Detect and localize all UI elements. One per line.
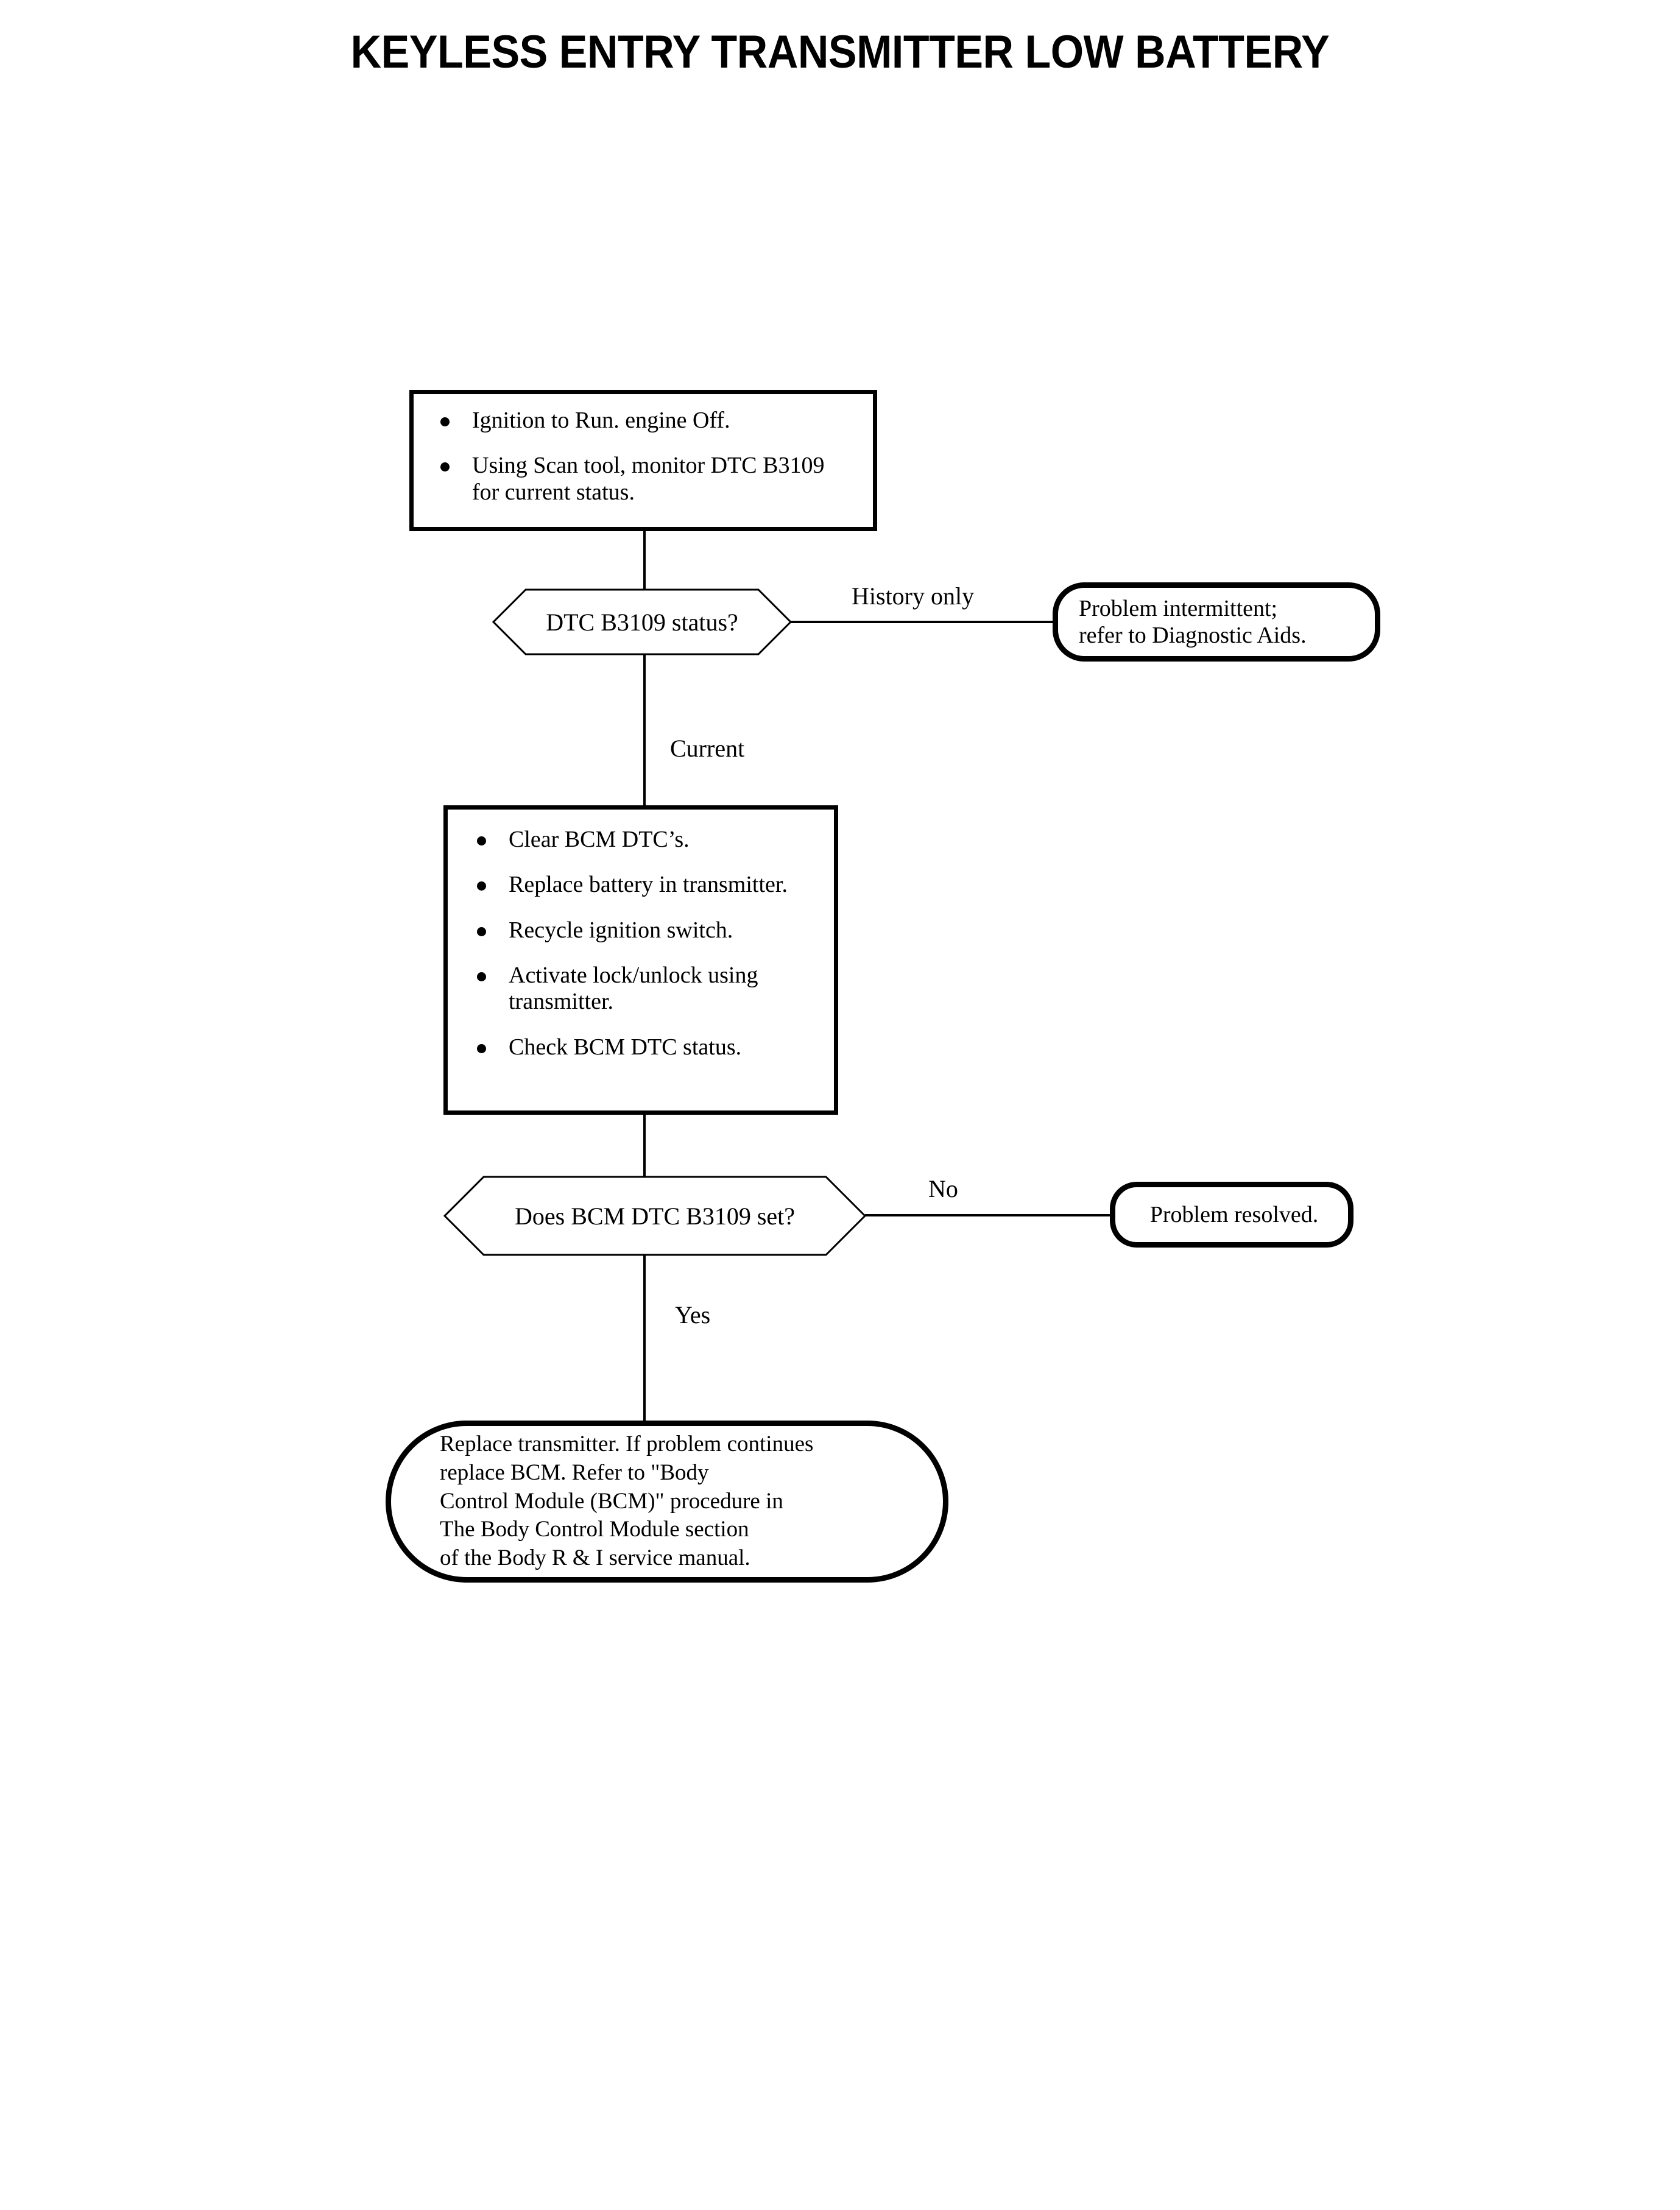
process-box-step1: Ignition to Run. engine Off. Using Scan … bbox=[409, 390, 877, 531]
list-item: Replace battery in transmitter. bbox=[468, 872, 818, 898]
connector-step2-to-decision2 bbox=[643, 1115, 646, 1177]
edge-label-yes: Yes bbox=[675, 1301, 711, 1329]
decision-does-bcm-dtc-b3109-set: Does BCM DTC B3109 set? bbox=[443, 1176, 866, 1256]
list-item: Ignition to Run. engine Off. bbox=[432, 408, 857, 434]
bullet-icon bbox=[440, 462, 450, 472]
bullet-icon bbox=[477, 881, 486, 891]
decision-dtc-b3109-status: DTC B3109 status? bbox=[492, 588, 792, 655]
list-item: Recycle ignition switch. bbox=[468, 917, 818, 944]
decision-label: Does BCM DTC B3109 set? bbox=[515, 1202, 795, 1230]
connector-decision2-to-replace bbox=[643, 1255, 646, 1423]
edge-label-history-only: History only bbox=[852, 582, 975, 610]
connector-decision2-to-resolved bbox=[865, 1214, 1112, 1216]
edge-label-current: Current bbox=[670, 735, 745, 762]
list-item: Check BCM DTC status. bbox=[468, 1034, 818, 1061]
bullet-icon bbox=[477, 1043, 486, 1053]
terminal-text: Replace transmitter. If problem continue… bbox=[440, 1432, 814, 1570]
step2-bullet-list: Clear BCM DTC’s. Replace battery in tran… bbox=[468, 827, 818, 1061]
terminal-text: Problem resolved. bbox=[1149, 1201, 1319, 1227]
terminal-problem-resolved: Problem resolved. bbox=[1110, 1182, 1354, 1248]
list-item: Activate lock/unlock using transmitter. bbox=[468, 962, 818, 1015]
process-box-step2: Clear BCM DTC’s. Replace battery in tran… bbox=[443, 805, 838, 1115]
bullet-icon bbox=[440, 417, 450, 426]
hexagon-shape bbox=[492, 588, 792, 655]
terminal-problem-intermittent: Problem intermittent; refer to Diagnosti… bbox=[1053, 582, 1380, 662]
connector-decision1-to-intermittent bbox=[791, 621, 1054, 623]
list-item: Using Scan tool, monitor DTC B3109 for c… bbox=[432, 453, 857, 506]
connector-decision1-to-step2 bbox=[643, 654, 646, 807]
hexagon-shape bbox=[443, 1176, 866, 1256]
terminal-text: Problem intermittent; refer to Diagnosti… bbox=[1079, 595, 1307, 648]
decision-label: DTC B3109 status? bbox=[546, 608, 738, 636]
edge-label-no: No bbox=[928, 1175, 958, 1202]
bullet-icon bbox=[477, 972, 486, 981]
bullet-icon bbox=[477, 927, 486, 936]
step1-bullet-list: Ignition to Run. engine Off. Using Scan … bbox=[432, 408, 857, 506]
list-item: Clear BCM DTC’s. bbox=[468, 827, 818, 853]
connector-step1-to-decision1 bbox=[643, 531, 646, 590]
bullet-icon bbox=[477, 836, 486, 846]
page-title: KEYLESS ENTRY TRANSMITTER LOW BATTERY bbox=[350, 26, 1330, 78]
terminal-replace-transmitter: Replace transmitter. If problem continue… bbox=[386, 1421, 948, 1583]
